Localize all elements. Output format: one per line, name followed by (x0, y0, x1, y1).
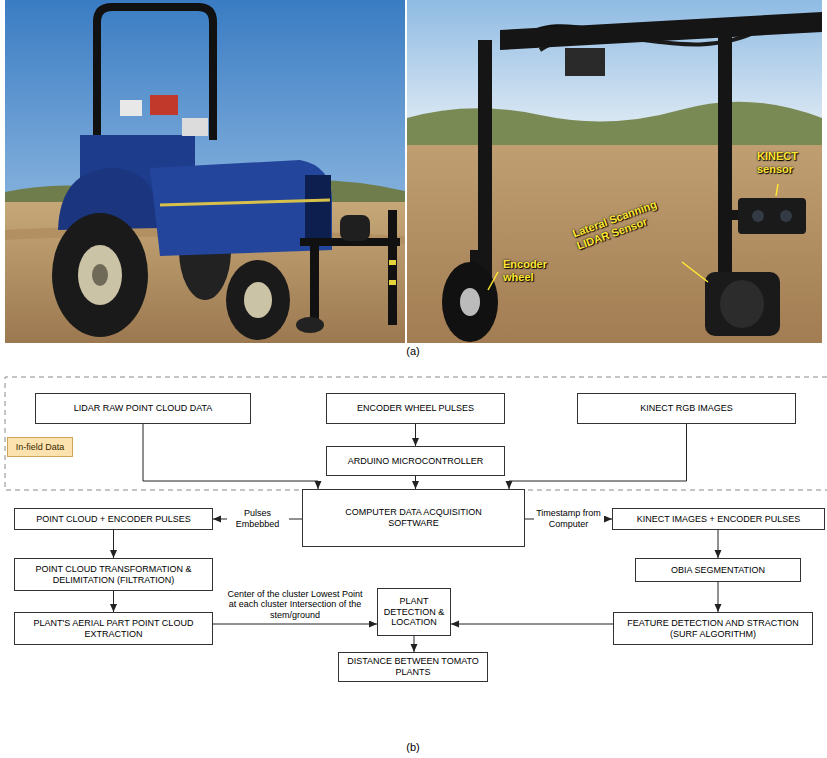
box-text: COMPUTER DATA ACQUISITION SOFTWARE (339, 507, 489, 529)
sensor-closeup-photo-part (718, 25, 732, 275)
dashed-region (5, 377, 827, 490)
connector-arrow (213, 624, 377, 625)
box-text: POINT CLOUD + ENCODER PULSES (19, 514, 208, 525)
panel-label: (b) (393, 741, 433, 753)
tractor-photo-part (389, 280, 396, 285)
box-text: In-field Data (11, 442, 69, 453)
part-label: Encoder wheel (503, 258, 565, 283)
part-label: KINECT sensor (757, 150, 813, 175)
sensor-closeup-photo-part (720, 280, 764, 328)
box-text: ARDUINO MICROCONTROLLER (331, 456, 500, 467)
sensor-closeup-photo-part (682, 262, 708, 282)
connector-arrow (451, 624, 613, 625)
tractor-photo-part (389, 260, 396, 265)
sensor-closeup-photo-part (407, 145, 822, 343)
connector-arrow (415, 476, 416, 489)
sensor-closeup-photo-part (738, 198, 806, 234)
box-text: POINT CLOUD TRANSFORMATION & DELIMITATIO… (19, 564, 208, 586)
process-box: PLANT'S AERIAL PART POINT CLOUD EXTRACTI… (14, 612, 213, 645)
sensor-closeup-photo-part (780, 210, 792, 222)
box-text: DISTANCE BETWEEN TOMATO PLANTS (343, 656, 483, 678)
sensor-closeup-photo-part (478, 40, 492, 290)
tractor-photo-part (5, 0, 405, 343)
sensor-closeup-photo-part (500, 12, 822, 50)
tractor-photo-part (78, 245, 122, 305)
sensor-closeup-photo-part (407, 102, 822, 150)
input-box: KINECT RGB IMAGES (577, 393, 796, 424)
box-text: LIDAR RAW POINT CLOUD DATA (40, 403, 246, 414)
panel-label: (a) (393, 345, 433, 357)
connector-arrow (415, 424, 416, 446)
edge-label: Timestamp from Computer (534, 508, 604, 530)
connector-arrow (509, 424, 687, 489)
sensor-closeup-photo-part (565, 48, 605, 76)
process-box: OBIA SEGMENTATION (635, 558, 801, 582)
tractor-photo-part (340, 215, 370, 241)
sensor-closeup-photo-part (752, 210, 764, 222)
tractor-photo-part (92, 264, 108, 286)
sensor-closeup-photo-part (460, 288, 480, 316)
connector-arrow (113, 591, 114, 612)
process-box: COMPUTER DATA ACQUISITION SOFTWARE (302, 489, 525, 547)
input-box: ENCODER WHEEL PULSES (326, 393, 505, 424)
box-text: FEATURE DETECTION AND STRACTION (SURF AL… (618, 618, 808, 640)
sensor-closeup-photo-part (776, 184, 778, 196)
tractor-photo-part (244, 282, 272, 318)
box-text: ENCODER WHEEL PULSES (331, 403, 500, 414)
process-box: FEATURE DETECTION AND STRACTION (SURF AL… (613, 612, 813, 645)
tractor-photo-part (150, 95, 178, 115)
connector-arrow (143, 424, 318, 489)
process-box: ARDUINO MICROCONTROLLER (326, 446, 505, 476)
process-box: KINECT IMAGES + ENCODER PULSES (612, 508, 825, 530)
tractor-photo (5, 0, 405, 343)
tractor-photo-part (388, 210, 397, 325)
connector-arrow (718, 582, 719, 612)
edge-label: Pulses Embebbed (227, 508, 289, 530)
connector-arrow (113, 530, 114, 558)
tractor-photo-part (120, 100, 142, 116)
tractor-photo-part (296, 317, 324, 333)
box-text: PLANT DETECTION & LOCATION (382, 596, 446, 628)
box-text: KINECT RGB IMAGES (582, 403, 791, 414)
tractor-photo-part (52, 213, 148, 337)
tractor-photo-part (226, 260, 290, 340)
tractor-photo-part (310, 238, 319, 323)
output-box: DISTANCE BETWEEN TOMATO PLANTS (338, 652, 488, 682)
edge-label: Center of the cluster Lowest Point at ea… (223, 589, 367, 621)
process-box: PLANT DETECTION & LOCATION (377, 588, 451, 636)
tractor-photo-part (182, 118, 208, 136)
input-box: LIDAR RAW POINT CLOUD DATA (35, 393, 251, 424)
sensor-closeup-photo-part (488, 272, 498, 290)
sensor-closeup-photo (407, 0, 822, 343)
connector-arrow (718, 530, 719, 558)
sensor-closeup-photo-part (442, 262, 498, 342)
box-text: KINECT IMAGES + ENCODER PULSES (617, 514, 820, 525)
tractor-photo-part (160, 200, 330, 205)
process-box: POINT CLOUD TRANSFORMATION & DELIMITATIO… (14, 558, 213, 591)
sensor-closeup-photo-part (705, 272, 780, 336)
process-box: POINT CLOUD + ENCODER PULSES (14, 508, 213, 530)
box-text: PLANT'S AERIAL PART POINT CLOUD EXTRACTI… (19, 618, 208, 640)
box-text: OBIA SEGMENTATION (640, 565, 796, 576)
tractor-photo-part (305, 175, 331, 245)
connector-arrow (414, 636, 415, 652)
tractor-photo-part (97, 7, 213, 140)
region-tag: In-field Data (7, 437, 73, 457)
